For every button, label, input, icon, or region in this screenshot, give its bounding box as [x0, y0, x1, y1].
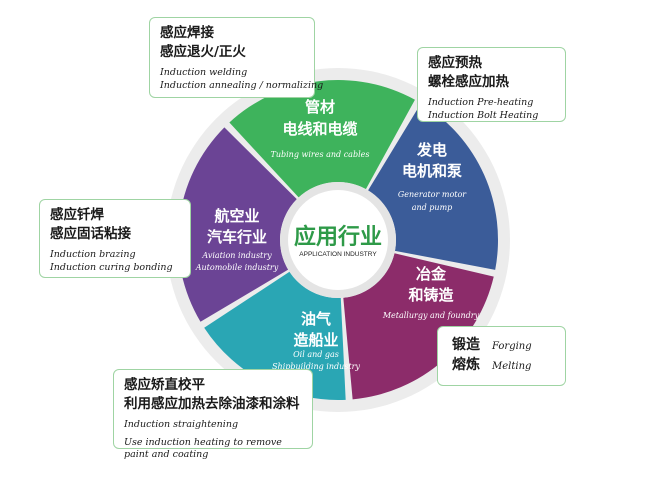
center-hub: [288, 190, 388, 290]
card-generator-en-2: Induction Bolt Heating: [428, 109, 539, 121]
segment-generator: [368, 103, 498, 270]
card-generator-zh-2: 螺栓感应加热: [428, 74, 509, 90]
card-aviation-zh-2: 感应固话粘接: [50, 226, 131, 242]
segment-metallurgy-en-1: Metallurgy and foundry: [382, 311, 480, 320]
card-metallurgy-row-1: 锻造 Forging: [452, 335, 551, 355]
segment-generator-zh-2: 电机和泵: [402, 162, 462, 180]
card-oil-en-2: Use induction heating to remove: [124, 436, 282, 448]
segment-generator-zh-1: 发电: [416, 141, 447, 159]
card-aviation-en-2: Induction curing bonding: [50, 261, 173, 273]
center-subtitle: APPLICATION INDUSTRY: [299, 251, 377, 258]
segment-oil-zh-1: 油气: [301, 310, 331, 328]
card-tubing-en-2: Induction annealing / normalizing: [160, 79, 324, 91]
segment-aviation: [178, 127, 297, 322]
segment-generator-en-2: and pump: [412, 203, 453, 212]
segment-oil-zh-2: 造船业: [293, 331, 338, 349]
card-oil-en-3: paint and coating: [124, 449, 209, 460]
segment-tubing-zh-2: 电线和电缆: [282, 120, 357, 138]
card-aviation-en-1: Induction brazing: [50, 249, 136, 260]
card-generator-zh-1: 感应预热: [428, 55, 482, 71]
card-generator-processes: 感应预热 螺栓感应加热 Induction Pre-heating Induct…: [417, 47, 566, 122]
card-metallurgy-processes: 锻造 Forging 熔炼 Melting: [437, 326, 566, 386]
card-oil-zh-2: 利用感应加热去除油漆和涂料: [124, 396, 300, 412]
card-generator-en-1: Induction Pre-heating: [428, 97, 534, 108]
segment-metallurgy-zh-1: 冶金: [416, 265, 447, 283]
card-metallurgy-zh-2: 熔炼: [452, 357, 480, 373]
card-metallurgy-en-2: Melting: [492, 361, 532, 372]
segment-aviation-zh-1: 航空业: [214, 207, 259, 225]
card-metallurgy-en-1: Forging: [492, 341, 532, 352]
segment-metallurgy-zh-2: 和铸造: [408, 286, 453, 304]
wheel-segments: [178, 80, 498, 400]
center-title: 应用行业: [294, 224, 382, 250]
card-oil-processes: 感应矫直校平 利用感应加热去除油漆和涂料 Induction straighte…: [113, 369, 313, 460]
card-oil-zh-1: 感应矫直校平: [124, 377, 205, 393]
segment-oil-en-1: Oil and gas: [293, 350, 339, 359]
card-metallurgy-zh-1: 锻造: [452, 337, 480, 353]
segment-metallurgy: [343, 253, 494, 400]
card-oil-en-1: Induction straightening: [124, 419, 239, 430]
segment-generator-en-1: Generator motor: [398, 190, 467, 199]
card-metallurgy-row-2: 熔炼 Melting: [452, 355, 551, 375]
segment-aviation-zh-2: 汽车行业: [207, 228, 267, 246]
card-aviation-processes: 感应钎焊 感应固话粘接 Induction brazing Induction …: [39, 199, 191, 278]
segment-aviation-en-2: Automobile industry: [195, 263, 279, 272]
segment-oil: [204, 271, 346, 400]
segment-tubing: [229, 80, 415, 198]
card-aviation-zh-1: 感应钎焊: [50, 207, 104, 223]
segment-aviation-en-1: Aviation industry: [201, 251, 272, 260]
segment-oil-en-2: Shipbuilding industry: [272, 362, 360, 371]
card-tubing-processes: 感应焊接 感应退火/正火 Induction welding Induction…: [149, 17, 324, 98]
card-tubing-en-1: Induction welding: [160, 67, 248, 78]
segment-tubing-en-1: Tubing wires and cables: [271, 150, 370, 159]
card-tubing-zh-1: 感应焊接: [160, 25, 214, 41]
segment-tubing-zh-1: 管材: [305, 98, 335, 116]
card-tubing-zh-2: 感应退火/正火: [160, 44, 246, 60]
